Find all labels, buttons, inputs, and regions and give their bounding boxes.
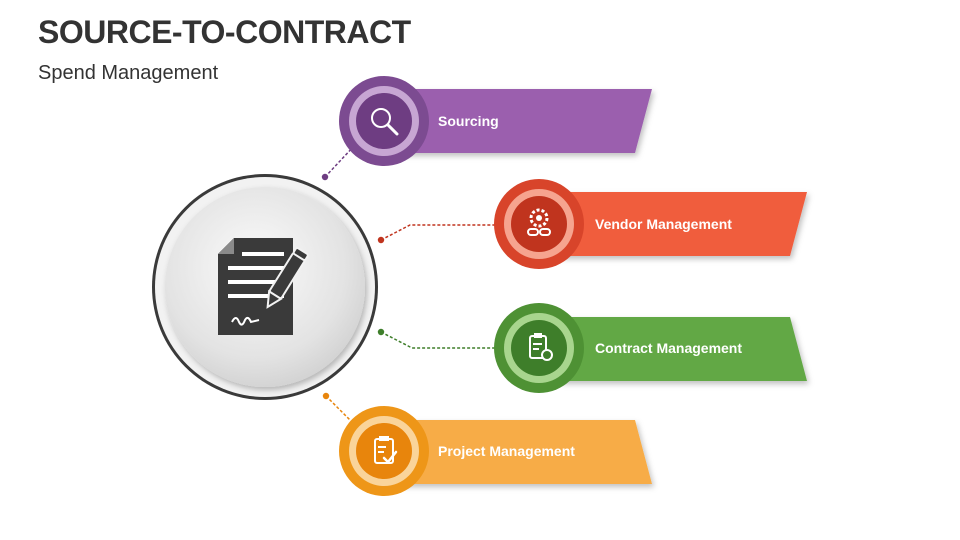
clipboard-check-icon xyxy=(374,436,398,464)
gear-link-icon xyxy=(527,208,551,236)
clipboard-gear-icon xyxy=(529,333,553,361)
page-subtitle: Spend Management xyxy=(38,62,219,84)
item-label-sourcing: Sourcing xyxy=(438,113,499,129)
magnifier-icon xyxy=(371,108,399,136)
item-label-contract-management: Contract Management xyxy=(595,340,743,356)
connector-contract-management xyxy=(377,328,500,349)
connector-project-management xyxy=(322,392,353,423)
item-vendor-management xyxy=(494,179,807,269)
connector-vendor-management xyxy=(377,224,500,244)
item-label-vendor-management: Vendor Management xyxy=(595,216,732,232)
item-sourcing xyxy=(339,76,652,166)
page-title: SOURCE-TO-CONTRACT xyxy=(38,14,411,50)
item-project-management xyxy=(339,406,652,496)
item-contract-management xyxy=(494,303,807,393)
item-label-project-management: Project Management xyxy=(438,443,575,459)
contract-signing-icon xyxy=(218,238,309,335)
